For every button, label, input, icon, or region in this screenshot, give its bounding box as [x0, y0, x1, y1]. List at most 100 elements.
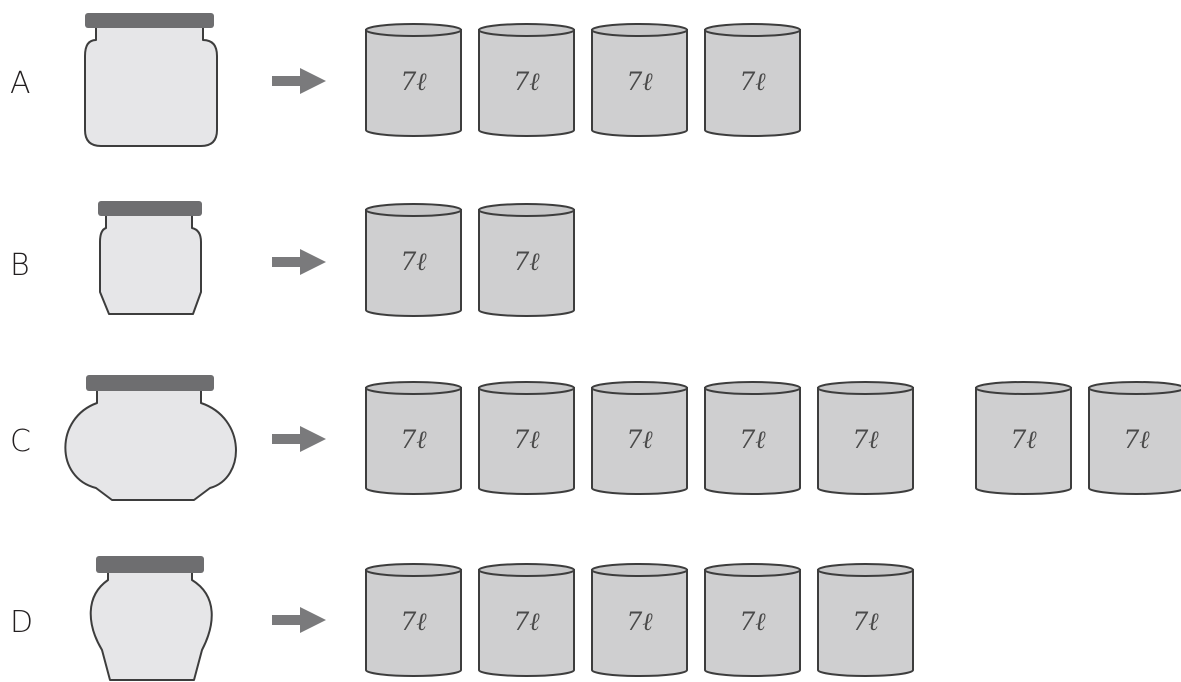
cans-row-b: 7ℓ 7ℓ: [365, 203, 575, 317]
can-volume-label: 7ℓ: [626, 607, 653, 636]
jar-a-body: [84, 25, 218, 147]
can-top: [478, 203, 575, 217]
can: 7ℓ: [1088, 381, 1181, 495]
can-volume-label: 7ℓ: [400, 247, 427, 276]
can-top: [365, 563, 462, 577]
can-body: [591, 29, 688, 137]
can: 7ℓ: [365, 23, 462, 137]
can: 7ℓ: [365, 203, 462, 317]
can-volume-label: 7ℓ: [852, 607, 879, 636]
can: 7ℓ: [478, 203, 575, 317]
can-volume-label: 7ℓ: [626, 67, 653, 96]
can-body: [365, 209, 462, 317]
cans-row-d: 7ℓ 7ℓ 7ℓ 7ℓ 7ℓ: [365, 563, 914, 677]
jar-d-lid: [96, 556, 204, 573]
jar-d-body: [89, 570, 213, 681]
jar-a: [84, 13, 218, 147]
can-volume-label: 7ℓ: [1010, 425, 1037, 454]
can: 7ℓ: [478, 381, 575, 495]
jar-b-body: [99, 213, 202, 315]
can-top: [365, 23, 462, 37]
can-volume-label: 7ℓ: [400, 425, 427, 454]
can-top: [478, 23, 575, 37]
can-top: [478, 563, 575, 577]
can-body: [478, 209, 575, 317]
can-body: [704, 569, 801, 677]
can: 7ℓ: [817, 563, 914, 677]
can: 7ℓ: [817, 381, 914, 495]
can-body: [975, 387, 1072, 495]
can-top: [704, 381, 801, 395]
can-top: [591, 563, 688, 577]
can-volume-label: 7ℓ: [739, 425, 766, 454]
can-body: [1088, 387, 1181, 495]
row-label-a: A: [10, 66, 31, 101]
can-body: [365, 29, 462, 137]
can: 7ℓ: [478, 23, 575, 137]
row-c: C 7ℓ 7ℓ 7ℓ 7ℓ 7ℓ 7ℓ 7ℓ: [10, 375, 1181, 501]
arrow-c: [272, 426, 326, 452]
can: 7ℓ: [704, 563, 801, 677]
can-body: [817, 387, 914, 495]
can-volume-label: 7ℓ: [852, 425, 879, 454]
can-top: [704, 563, 801, 577]
can-body: [365, 569, 462, 677]
can-body: [365, 387, 462, 495]
jar-c-body: [64, 389, 237, 501]
can: 7ℓ: [478, 563, 575, 677]
row-label-b: B: [10, 248, 30, 283]
jar-b: [98, 201, 202, 315]
can-body: [817, 569, 914, 677]
can: 7ℓ: [365, 563, 462, 677]
can-top: [704, 23, 801, 37]
row-label-c: C: [10, 424, 31, 459]
can-volume-label: 7ℓ: [626, 425, 653, 454]
can-volume-label: 7ℓ: [400, 607, 427, 636]
can-volume-label: 7ℓ: [1123, 425, 1150, 454]
can-top: [1088, 381, 1181, 395]
row-a: A 7ℓ 7ℓ 7ℓ 7ℓ: [10, 13, 801, 147]
can: 7ℓ: [704, 23, 801, 137]
cans-row-a: 7ℓ 7ℓ 7ℓ 7ℓ: [365, 23, 801, 137]
jar-b-lid: [98, 201, 202, 216]
can-top: [817, 563, 914, 577]
arrow-d: [272, 607, 326, 633]
can-top: [591, 381, 688, 395]
can-body: [591, 387, 688, 495]
row-label-d: D: [10, 605, 33, 640]
can-body: [478, 29, 575, 137]
row-d: D 7ℓ 7ℓ 7ℓ 7ℓ 7ℓ: [10, 556, 914, 681]
can-top: [591, 23, 688, 37]
row-b: B 7ℓ 7ℓ: [10, 201, 575, 317]
can: 7ℓ: [591, 563, 688, 677]
can-top: [975, 381, 1072, 395]
jar-d: [89, 556, 213, 681]
can: 7ℓ: [365, 381, 462, 495]
can: 7ℓ: [975, 381, 1072, 495]
can: 7ℓ: [591, 381, 688, 495]
can-volume-label: 7ℓ: [513, 247, 540, 276]
can-volume-label: 7ℓ: [739, 67, 766, 96]
can: 7ℓ: [704, 381, 801, 495]
can-top: [817, 381, 914, 395]
jar-a-lid: [85, 13, 214, 28]
jar-c-lid: [86, 375, 214, 391]
can-volume-label: 7ℓ: [739, 607, 766, 636]
can-volume-label: 7ℓ: [513, 67, 540, 96]
arrow-a: [272, 68, 326, 94]
arrow-b: [272, 249, 326, 275]
jar-c: [64, 375, 237, 501]
can-body: [478, 569, 575, 677]
can-body: [478, 387, 575, 495]
can-volume-label: 7ℓ: [400, 67, 427, 96]
can-body: [704, 29, 801, 137]
can-volume-label: 7ℓ: [513, 425, 540, 454]
cans-row-c: 7ℓ 7ℓ 7ℓ 7ℓ 7ℓ 7ℓ 7ℓ: [365, 381, 1181, 495]
can-body: [591, 569, 688, 677]
can-volume-label: 7ℓ: [513, 607, 540, 636]
can: 7ℓ: [591, 23, 688, 137]
can-top: [478, 381, 575, 395]
can-body: [704, 387, 801, 495]
can-top: [365, 203, 462, 217]
